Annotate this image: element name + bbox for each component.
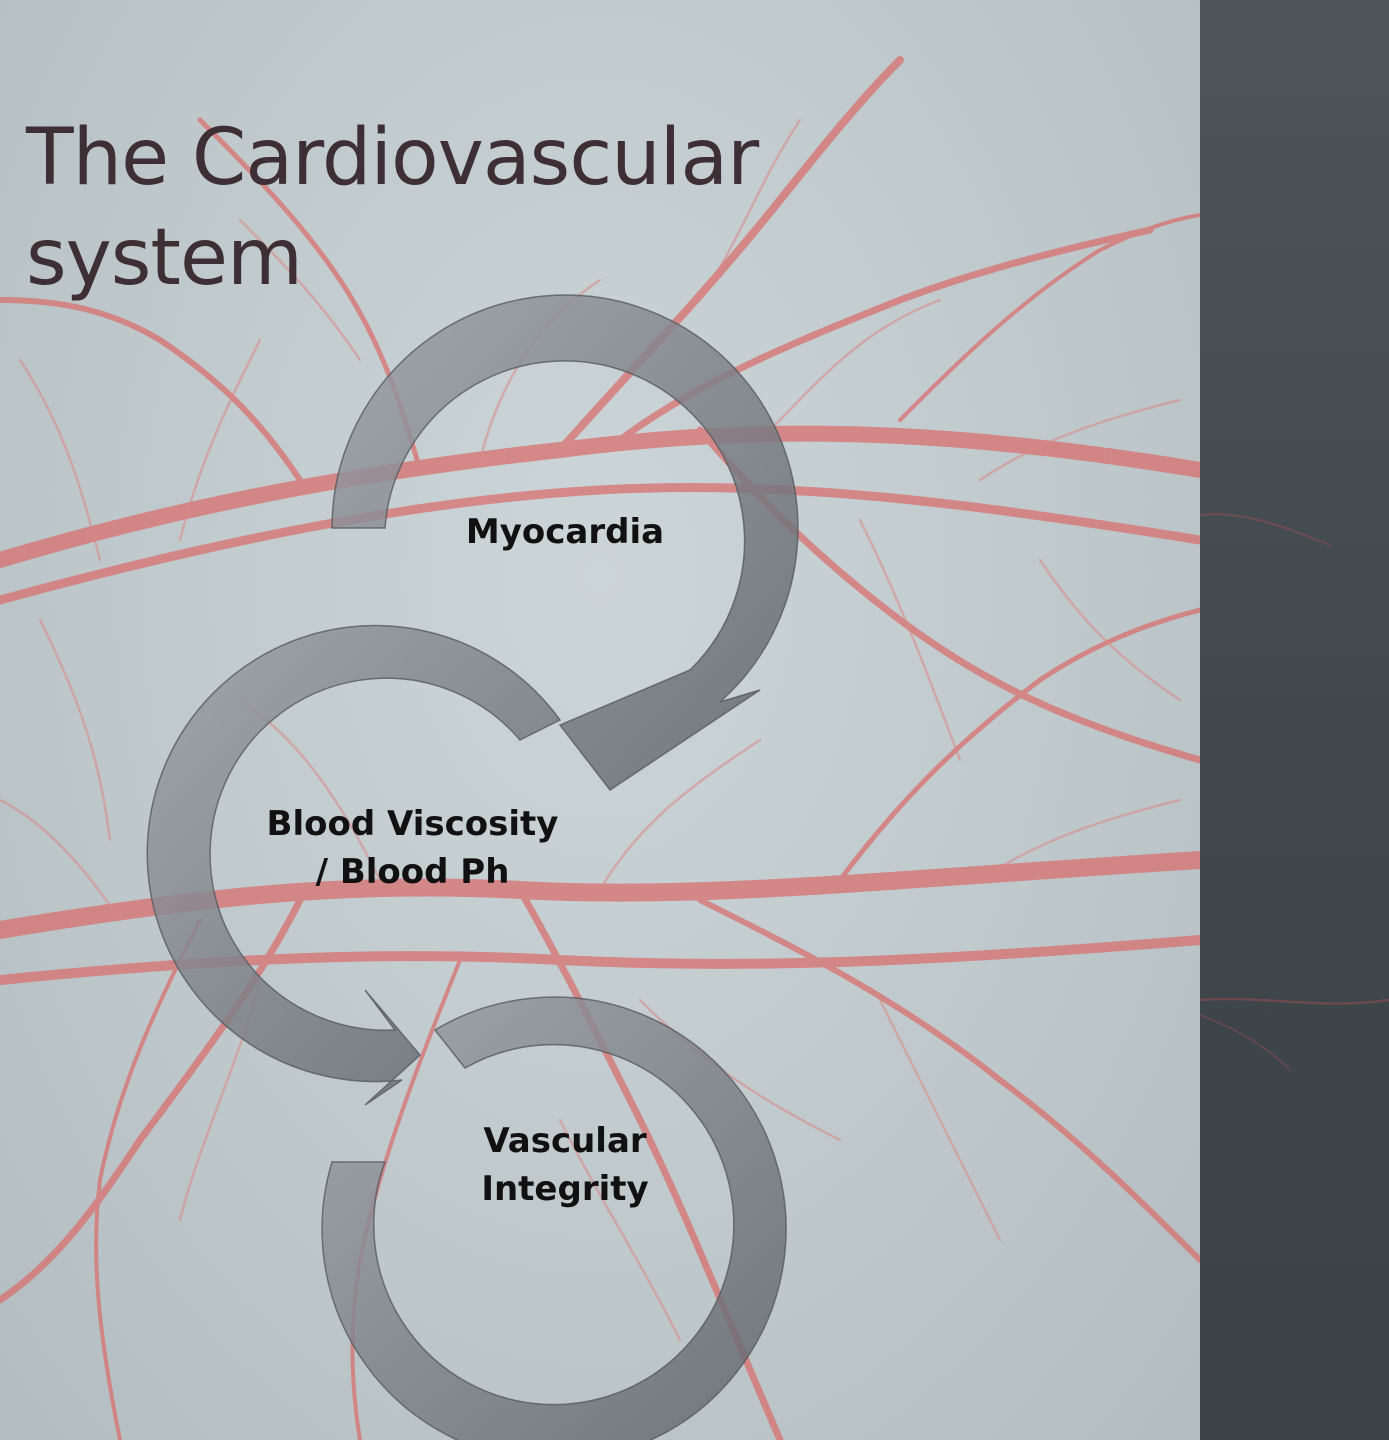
cycle-diagram (0, 0, 1200, 1440)
cycle-step-blood-viscosity: Blood Viscosity / Blood Ph (255, 800, 570, 896)
side-panel (1200, 0, 1389, 1440)
side-panel-vessel-decoration (1200, 0, 1389, 1440)
cycle-step-myocardia: Myocardia (430, 508, 700, 556)
cycle-step-vascular-integrity: Vascular Integrity (470, 1117, 660, 1213)
slide-canvas: The Cardiovascular system Myocardia Bloo… (0, 0, 1200, 1440)
